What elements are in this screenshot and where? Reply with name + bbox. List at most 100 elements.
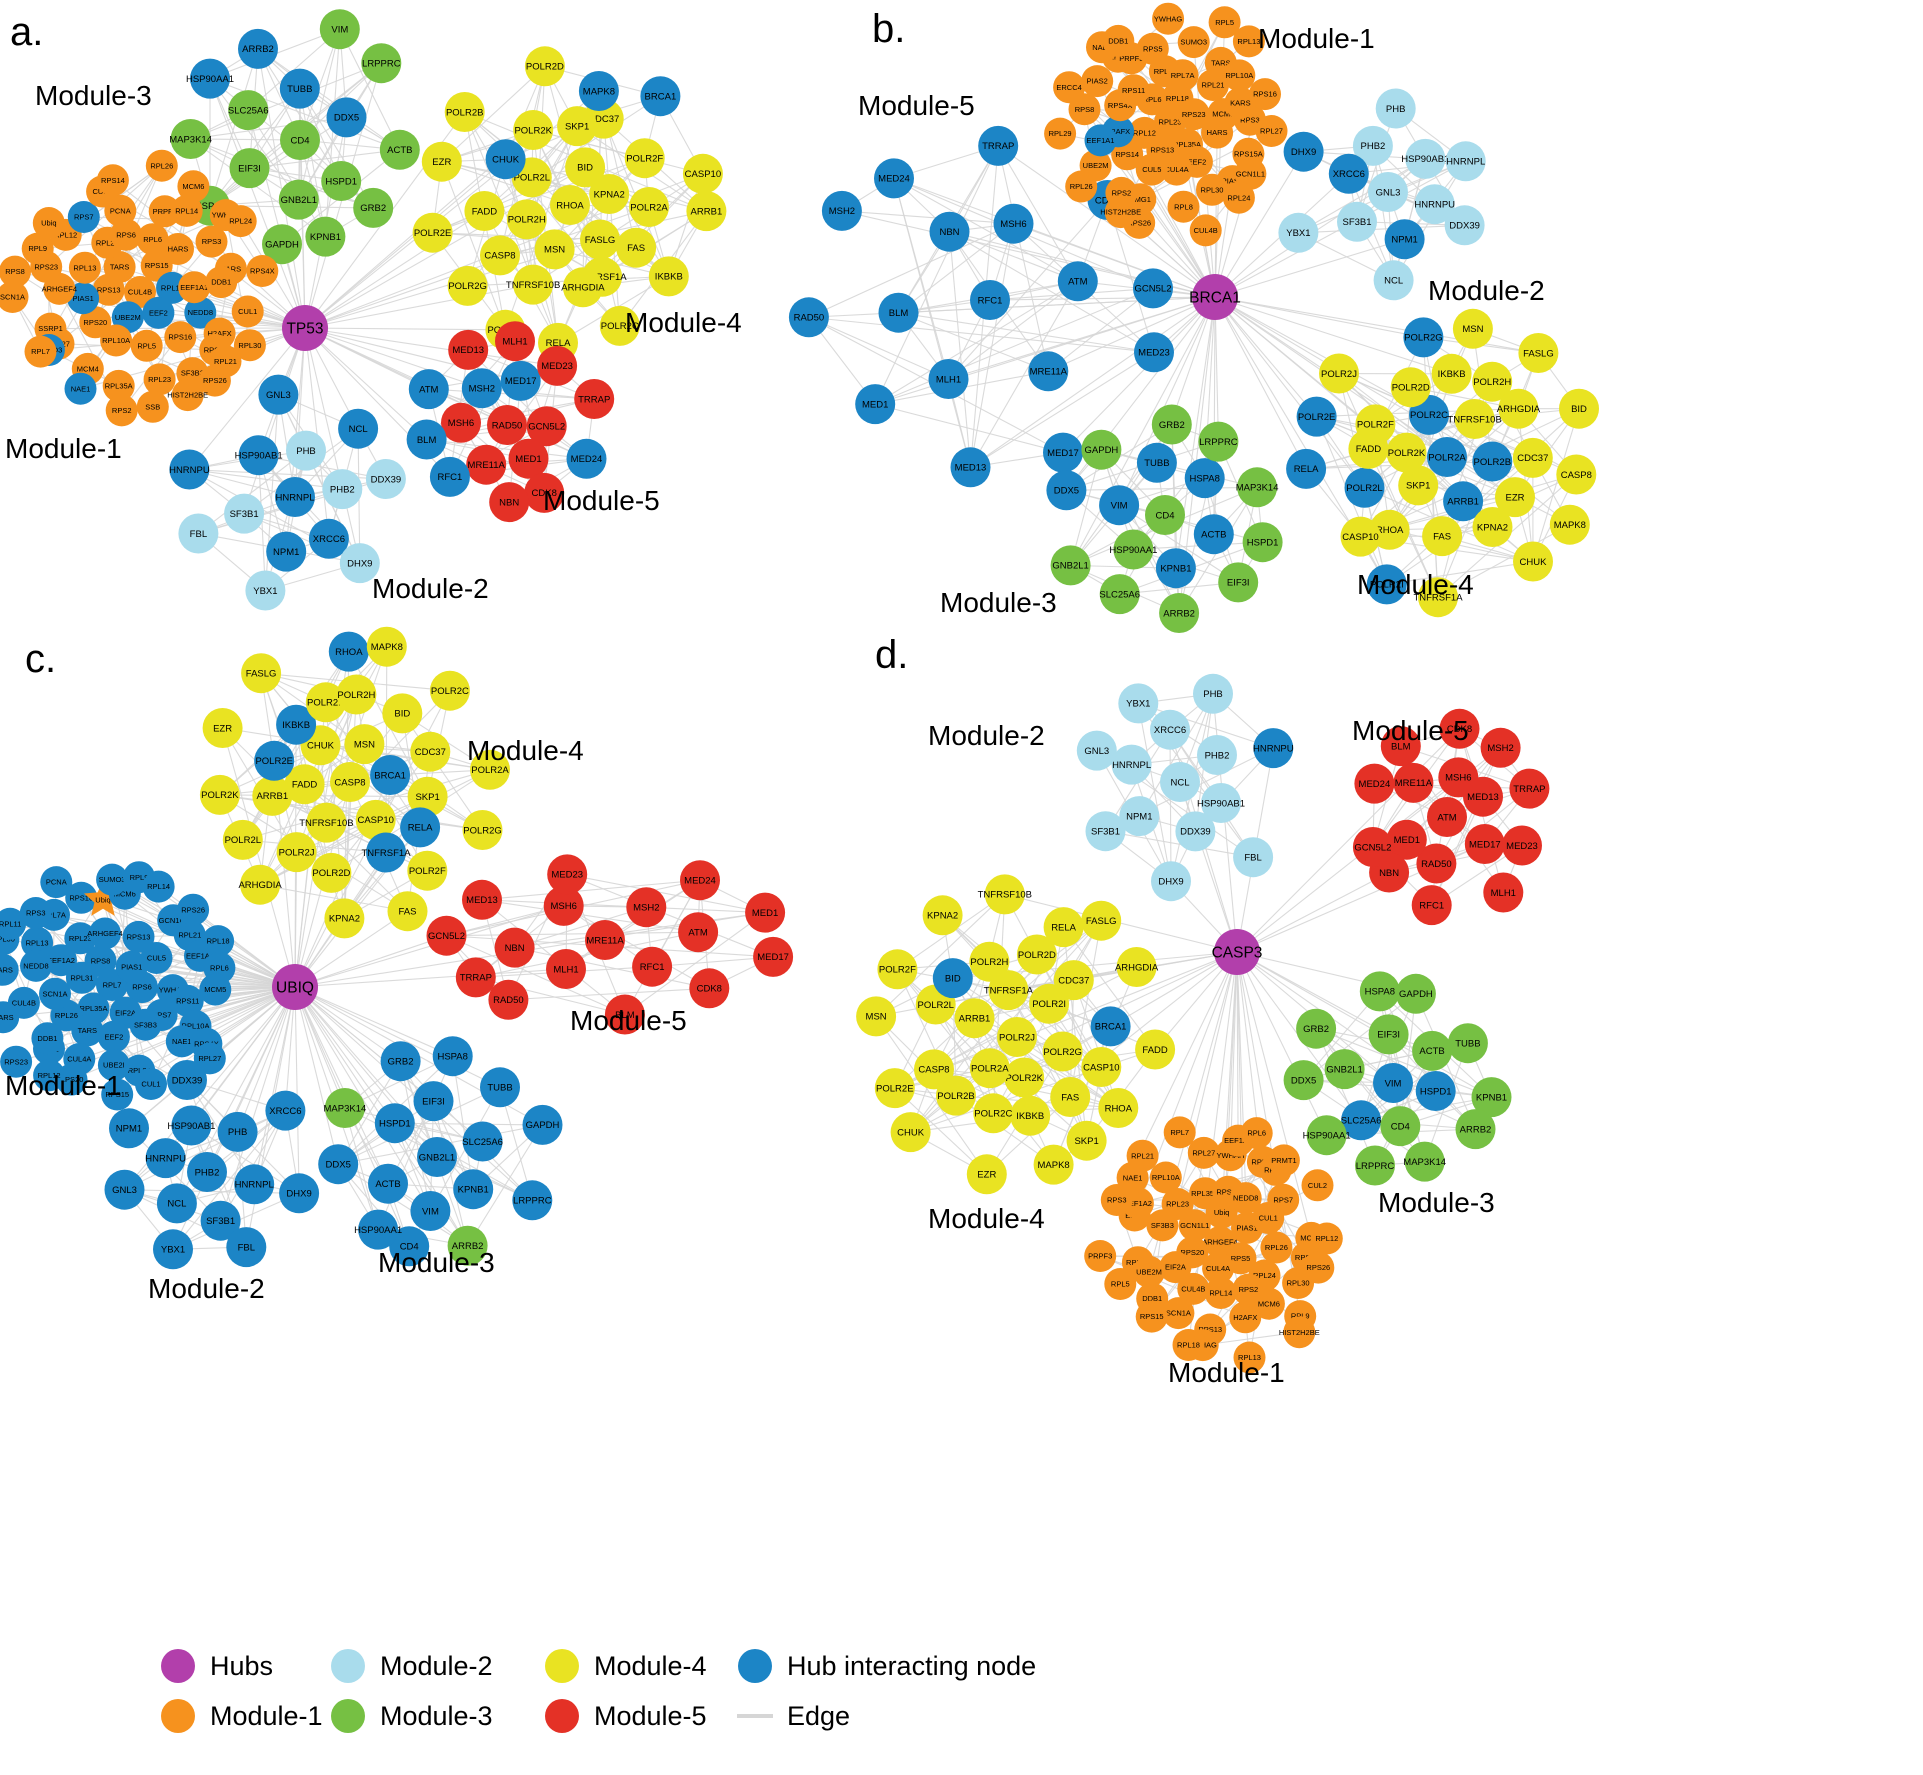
- node-POLR2E[interactable]: POLR2E: [412, 212, 453, 253]
- node-TRRAP[interactable]: TRRAP: [978, 125, 1019, 166]
- node-Ubiq[interactable]: Ubiq: [32, 207, 65, 239]
- node-UBE2M[interactable]: UBE2M: [1133, 1255, 1165, 1288]
- node-MSH2[interactable]: MSH2: [821, 190, 862, 231]
- node-HNRNPL[interactable]: HNRNPL: [234, 1164, 275, 1205]
- node-MED23[interactable]: MED23: [537, 345, 578, 386]
- node-POLR2C[interactable]: POLR2C: [973, 1093, 1014, 1134]
- node-MED13[interactable]: MED13: [462, 879, 502, 920]
- node-RPL13[interactable]: RPL13: [68, 251, 101, 284]
- node-POLR2J[interactable]: POLR2J: [997, 1017, 1037, 1057]
- node-CHUK[interactable]: CHUK: [890, 1112, 931, 1153]
- node-ERCC4[interactable]: ERCC4: [1053, 71, 1086, 104]
- node-SLC25A6[interactable]: SLC25A6: [228, 90, 269, 131]
- node-HARS[interactable]: HARS: [162, 233, 194, 265]
- node-RPL14[interactable]: RPL14: [142, 870, 175, 903]
- node-HSP90AB1[interactable]: HSP90AB1: [1401, 138, 1449, 179]
- node-RPL21[interactable]: RPL21: [1126, 1139, 1159, 1172]
- node-POLR2D[interactable]: POLR2D: [524, 46, 565, 87]
- node-GNL3[interactable]: GNL3: [1368, 172, 1408, 212]
- node-POLR2F[interactable]: POLR2F: [407, 850, 448, 891]
- node-FBL[interactable]: FBL: [178, 513, 219, 554]
- node-CDK8[interactable]: CDK8: [689, 968, 730, 1009]
- node-TUBB[interactable]: TUBB: [1136, 442, 1177, 483]
- node-ARRB1[interactable]: ARRB1: [686, 191, 727, 232]
- node-HSPD1[interactable]: HSPD1: [1415, 1071, 1456, 1111]
- node-MED13[interactable]: MED13: [448, 329, 489, 370]
- node-TUBB[interactable]: TUBB: [480, 1067, 520, 1108]
- node-RPL26[interactable]: RPL26: [1260, 1231, 1293, 1264]
- node-DDX39[interactable]: DDX39: [167, 1060, 207, 1100]
- node-KPNA2[interactable]: KPNA2: [324, 898, 365, 939]
- node-MSH6[interactable]: MSH6: [441, 402, 481, 443]
- node-POLR2G[interactable]: POLR2G: [1403, 317, 1444, 358]
- node-NPM1[interactable]: NPM1: [1384, 219, 1425, 260]
- node-SKP1[interactable]: SKP1: [557, 106, 598, 147]
- node-CASP8[interactable]: CASP8: [1556, 454, 1597, 495]
- hub-BRCA1[interactable]: BRCA1: [1189, 274, 1241, 320]
- node-RHOA[interactable]: RHOA: [328, 631, 369, 672]
- node-RFC1[interactable]: RFC1: [970, 280, 1010, 320]
- node-FASLG[interactable]: FASLG: [241, 653, 282, 694]
- node-ACTB[interactable]: ACTB: [1412, 1030, 1453, 1071]
- node-GNB2L1[interactable]: GNB2L1: [278, 179, 319, 220]
- node-GRB2[interactable]: GRB2: [1151, 404, 1192, 445]
- node-MRE11A[interactable]: MRE11A: [585, 920, 625, 960]
- node-CDC37[interactable]: CDC37: [410, 731, 451, 772]
- node-FAS[interactable]: FAS: [1422, 516, 1463, 557]
- node-HNRNPL[interactable]: HNRNPL: [275, 477, 315, 517]
- node-GNB2L1[interactable]: GNB2L1: [417, 1137, 457, 1177]
- node-FASLG[interactable]: FASLG: [1518, 333, 1559, 373]
- node-ARRB1[interactable]: ARRB1: [252, 775, 293, 816]
- node-YBX1[interactable]: YBX1: [245, 570, 286, 611]
- node-NBN[interactable]: NBN: [929, 211, 970, 252]
- node-SF3B3[interactable]: SF3B3: [129, 1008, 162, 1041]
- node-POLR2D[interactable]: POLR2D: [311, 852, 352, 893]
- node-POLR2C[interactable]: POLR2C: [429, 670, 470, 711]
- node-MED17[interactable]: MED17: [1043, 432, 1083, 473]
- node-H2AFX[interactable]: H2AFX: [1229, 1301, 1262, 1334]
- node-POLR2A[interactable]: POLR2A: [629, 187, 669, 227]
- node-GNL3[interactable]: GNL3: [1076, 730, 1117, 771]
- node-BRCA1[interactable]: BRCA1: [370, 755, 411, 795]
- node-EEF1A1[interactable]: EEF1A1: [178, 271, 211, 304]
- node-POLR2G[interactable]: POLR2G: [462, 810, 503, 850]
- node-EEF2[interactable]: EEF2: [97, 1020, 130, 1053]
- node-EEF1A1[interactable]: EEF1A1: [1084, 124, 1117, 157]
- node-RPS4X[interactable]: RPS4X: [246, 255, 279, 287]
- node-POLR2E[interactable]: POLR2E: [254, 740, 295, 781]
- node-HSPA8[interactable]: HSPA8: [1184, 458, 1225, 499]
- node-RPS14[interactable]: RPS14: [96, 164, 129, 197]
- node-RPS26[interactable]: RPS26: [177, 893, 210, 926]
- node-NBN[interactable]: NBN: [489, 482, 530, 523]
- node-SF3B1[interactable]: SF3B1: [1085, 811, 1126, 852]
- node-YWHAG[interactable]: YWHAG: [1152, 2, 1185, 35]
- node-TRRAP[interactable]: TRRAP: [1509, 768, 1550, 809]
- node-DDX5[interactable]: DDX5: [1046, 470, 1087, 511]
- node-ACTB[interactable]: ACTB: [379, 129, 420, 170]
- hub-TP53[interactable]: TP53: [282, 305, 328, 351]
- node-HNRNPU[interactable]: HNRNPU: [145, 1138, 186, 1179]
- node-RPL8[interactable]: RPL8: [1167, 190, 1200, 223]
- node-MED24[interactable]: MED24: [1354, 763, 1395, 804]
- node-EZR[interactable]: EZR: [421, 141, 462, 182]
- node-GCN5L2[interactable]: GCN5L2: [1133, 268, 1173, 309]
- node-GRB2[interactable]: GRB2: [1296, 1008, 1337, 1049]
- node-DHX9[interactable]: DHX9: [1283, 131, 1324, 172]
- node-VIM[interactable]: VIM: [1099, 485, 1140, 526]
- node-RAD50[interactable]: RAD50: [487, 405, 527, 445]
- node-BID[interactable]: BID: [1559, 388, 1599, 429]
- node-PHB2[interactable]: PHB2: [322, 469, 363, 510]
- node-PRPF3[interactable]: PRPF3: [1084, 1240, 1117, 1272]
- node-RFC1[interactable]: RFC1: [632, 946, 673, 987]
- node-CASP8[interactable]: CASP8: [480, 235, 520, 276]
- node-POLR2D[interactable]: POLR2D: [1390, 367, 1431, 408]
- node-SF3B1[interactable]: SF3B1: [1337, 201, 1377, 242]
- node-HNRNPL[interactable]: HNRNPL: [1111, 744, 1152, 785]
- node-GAPDH[interactable]: GAPDH: [1395, 973, 1436, 1014]
- node-KPNA2[interactable]: KPNA2: [922, 895, 963, 936]
- node-LRPPRC[interactable]: LRPPRC: [1355, 1145, 1395, 1186]
- node-YBX1[interactable]: YBX1: [1278, 212, 1319, 253]
- node-BLM[interactable]: BLM: [878, 292, 919, 333]
- node-DDX39[interactable]: DDX39: [1444, 205, 1485, 246]
- node-NAE1[interactable]: NAE1: [64, 372, 97, 405]
